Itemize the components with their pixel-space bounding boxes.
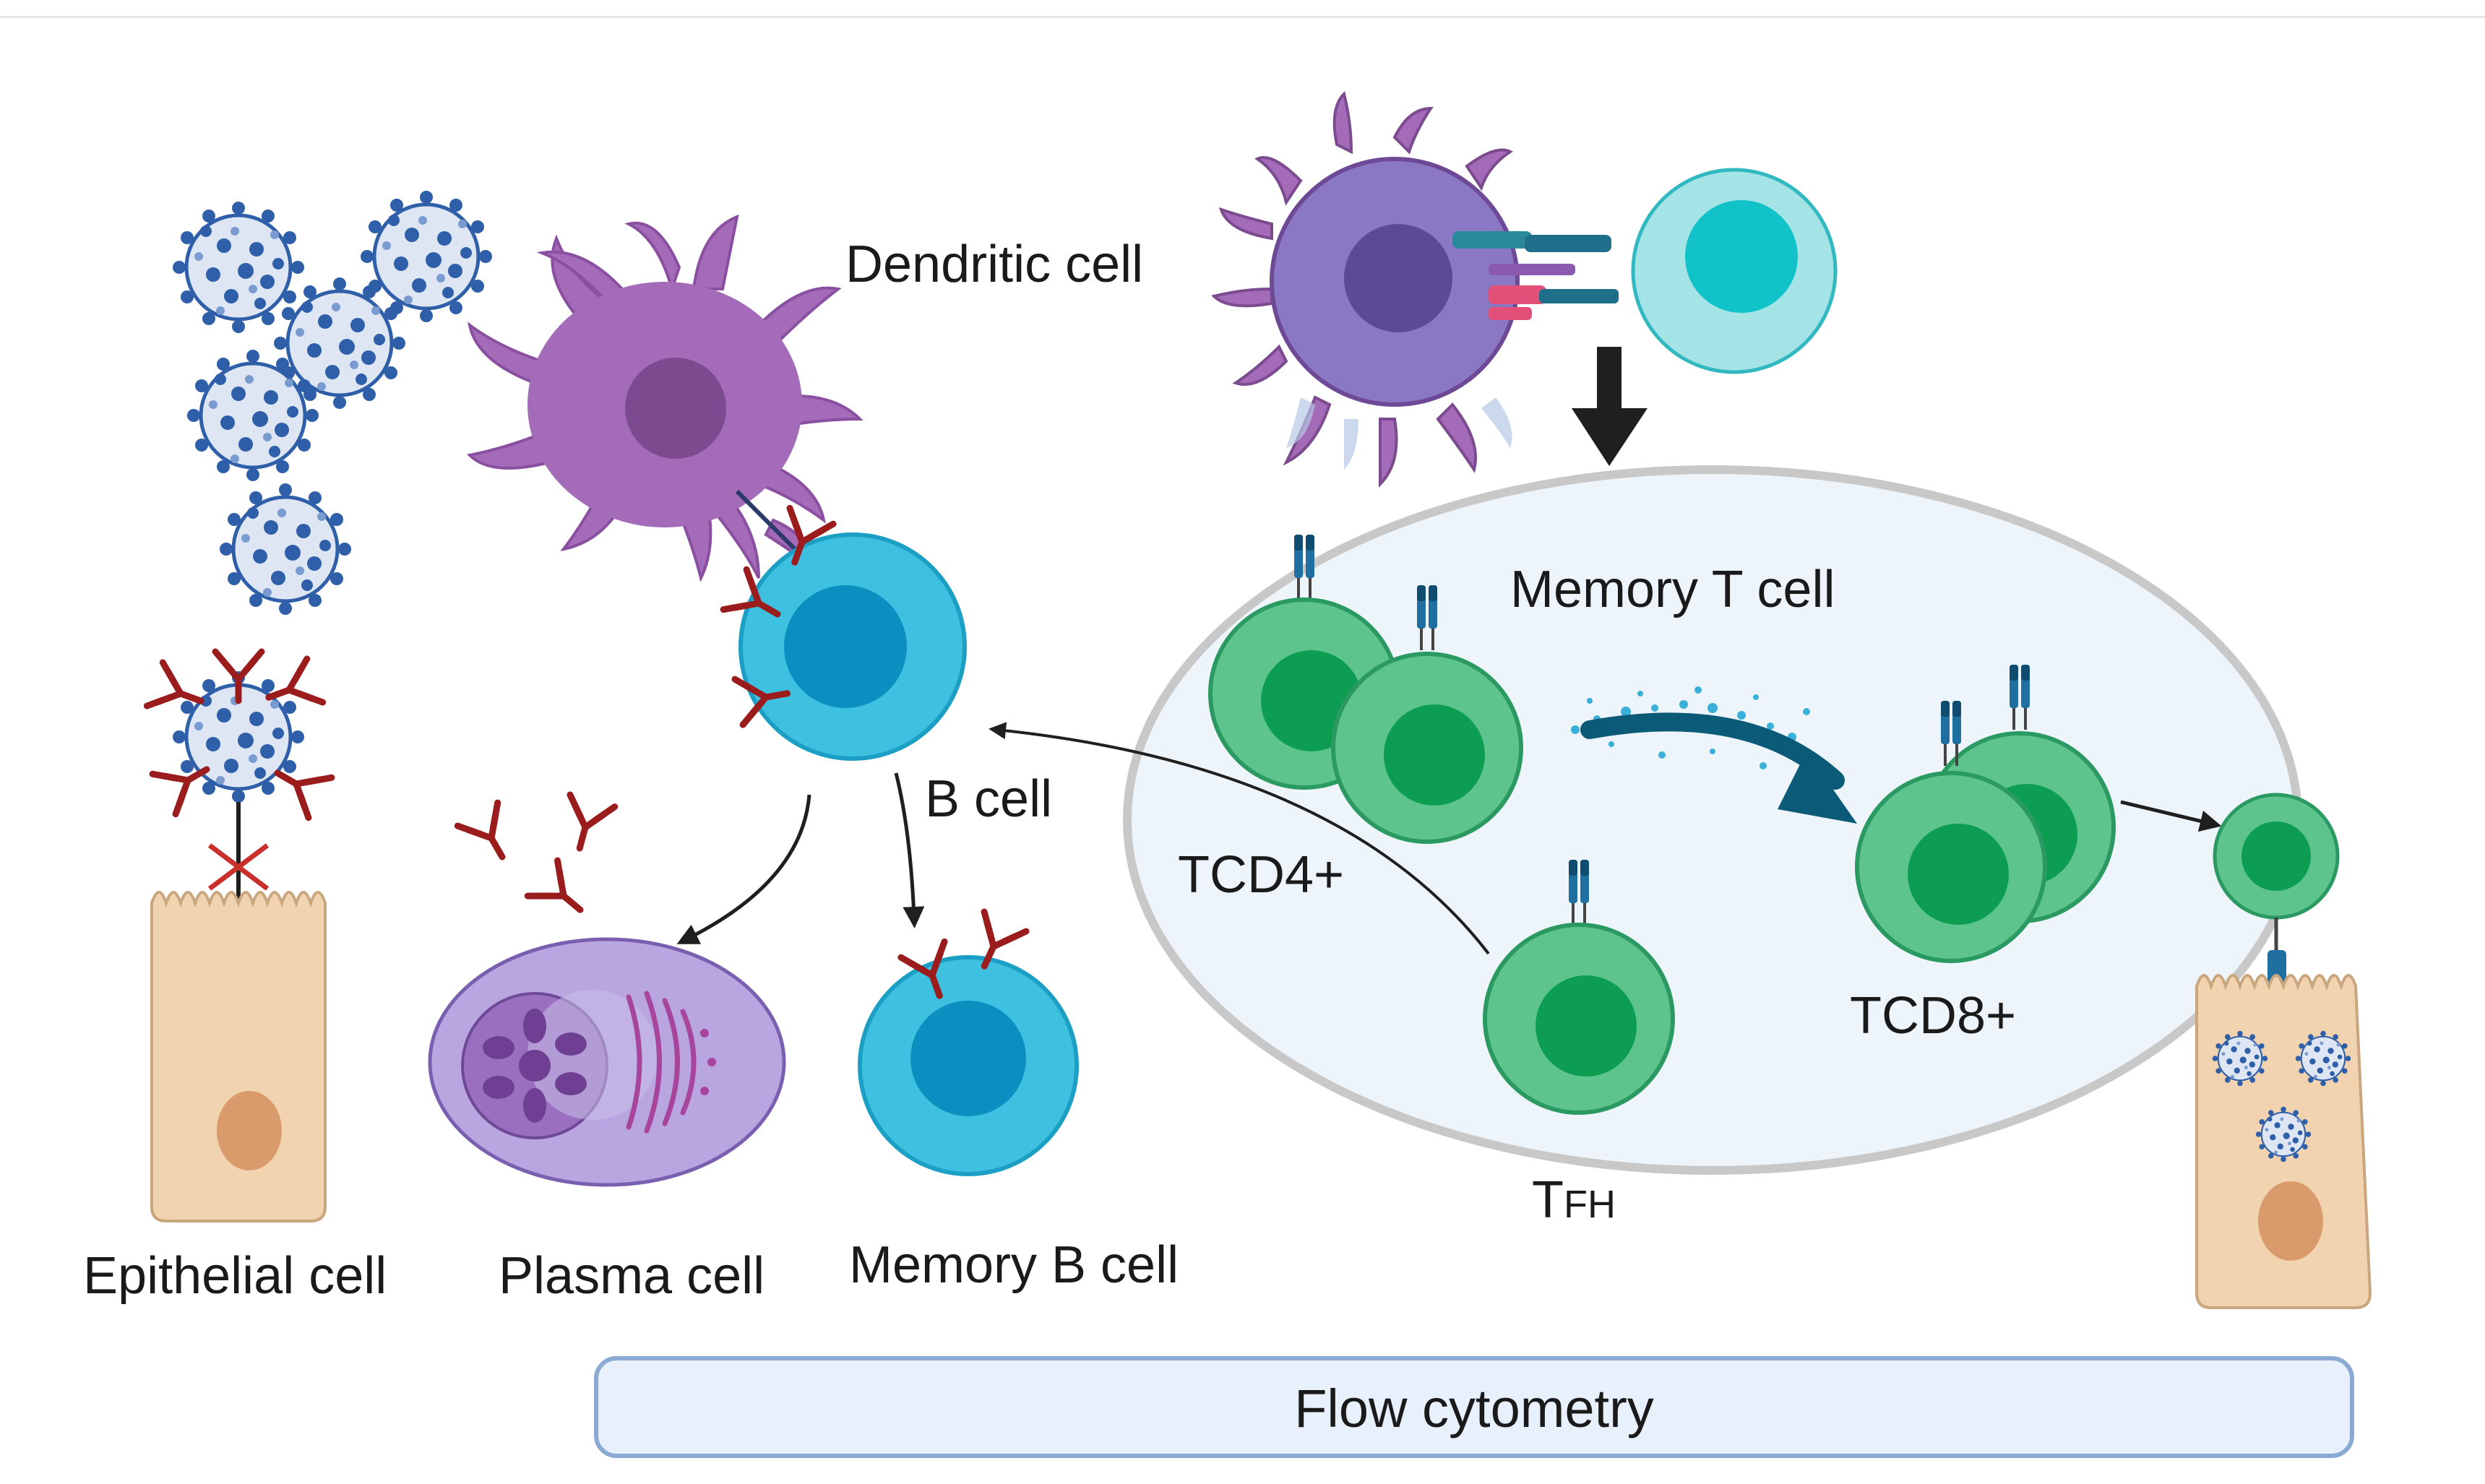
virus-particle xyxy=(220,483,351,615)
block-cross-icon xyxy=(207,843,270,891)
plasma-cell-shape xyxy=(428,937,786,1187)
label-plasma-cell: Plasma cell xyxy=(499,1247,765,1305)
label-tfh: TFH xyxy=(1532,1171,1616,1229)
arrow-to-plasma-cell xyxy=(676,794,811,944)
label-tfh-sub: FH xyxy=(1564,1183,1616,1226)
activation-particles xyxy=(1571,686,1810,769)
infected-epithelial-cell xyxy=(2195,974,2372,1309)
neutralized-virus xyxy=(147,652,332,818)
virus-particle xyxy=(361,191,492,322)
label-tfh-main: T xyxy=(1532,1171,1564,1229)
effector-t-cell xyxy=(2213,793,2340,990)
label-epithelial-cell: Epithelial cell xyxy=(83,1247,387,1305)
virus-cluster xyxy=(173,191,492,615)
flow-cytometry-box xyxy=(594,1356,2354,1458)
label-b-cell: B cell xyxy=(925,770,1052,828)
label-tcd8: TCD8+ xyxy=(1850,987,2016,1045)
label-memory-b-cell: Memory B cell xyxy=(849,1236,1179,1294)
antigen-presentation-shape xyxy=(1211,91,1838,488)
memory-b-cell-shape xyxy=(858,912,1079,1176)
b-cell-shape xyxy=(723,508,967,761)
top-divider xyxy=(0,16,2485,18)
activation-arrow-head xyxy=(1778,751,1857,824)
dendritic-cell-shape xyxy=(466,214,863,582)
label-tcd4: TCD4+ xyxy=(1178,846,1344,904)
arrow-to-effector-t-cell xyxy=(2120,800,2222,832)
free-antibodies xyxy=(457,795,614,928)
label-flow-cytometry: Flow cytometry xyxy=(1294,1379,1654,1438)
down-arrow xyxy=(1572,347,1648,466)
arrow-tfh-to-b-cell xyxy=(989,722,1490,955)
epithelial-cell-shape xyxy=(150,891,327,1222)
arrow-to-memory-b-cell xyxy=(894,772,925,928)
label-dendritic-cell: Dendritic cell xyxy=(845,236,1143,293)
label-memory-t-cell: Memory T cell xyxy=(1510,561,1835,618)
